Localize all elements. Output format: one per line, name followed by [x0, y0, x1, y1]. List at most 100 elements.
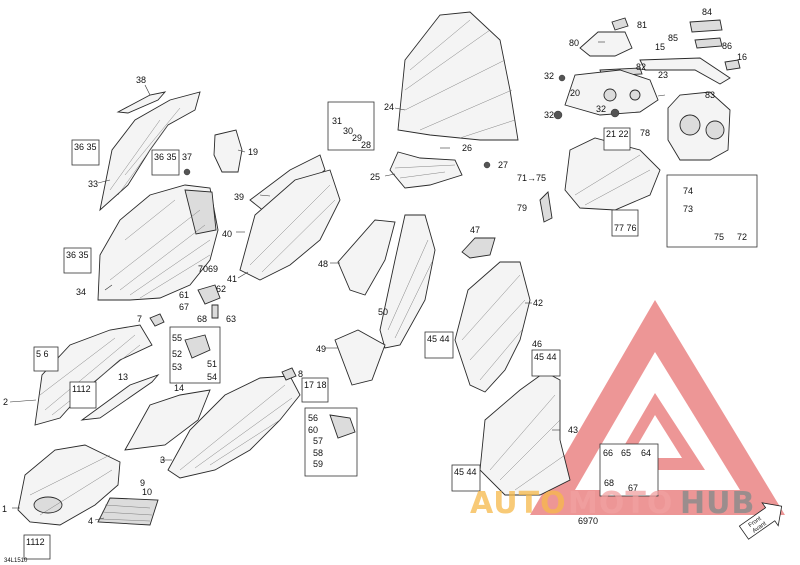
callout-40: 40 [222, 229, 232, 239]
callout-38: 38 [136, 75, 146, 85]
callout-29: 29 [352, 133, 362, 143]
box-11-12-a: 1112 [72, 384, 91, 394]
part-8-grommet [281, 367, 297, 381]
callout-14: 14 [174, 383, 184, 393]
callout-1: 1 [2, 504, 7, 514]
callout-74: 74 [683, 186, 693, 196]
callout-24: 24 [384, 102, 394, 112]
part-49-panel [334, 329, 386, 386]
part-27-nut [483, 161, 491, 169]
part-84-bracket [689, 19, 723, 33]
callout-57: 57 [313, 436, 323, 446]
callout-7069: 7069 [198, 264, 218, 274]
callout-60: 60 [308, 425, 318, 435]
callout-52: 52 [172, 349, 182, 359]
part-78-front-body [564, 137, 661, 211]
callout-32-a: 32 [544, 71, 554, 81]
watermark-auto: AUTO [470, 486, 567, 521]
callout-50: 50 [378, 307, 388, 317]
part-50-panel [379, 214, 436, 349]
callout-27: 27 [498, 160, 508, 170]
callout-66: 66 [603, 448, 613, 458]
part-32-nut [553, 110, 563, 120]
callout-43: 43 [568, 425, 578, 435]
callout-59: 59 [313, 459, 323, 469]
callout-46: 46 [532, 339, 542, 349]
watermark-moto: MOTO [568, 486, 673, 521]
callout-3: 3 [160, 455, 165, 465]
part-43-lower-fairing [479, 371, 571, 496]
part-61-bracket [197, 284, 221, 305]
part-7-clip [149, 313, 165, 327]
callout-55: 55 [172, 333, 182, 343]
callout-68b: 68 [604, 478, 614, 488]
box-36-35-c: 36 35 [66, 250, 89, 260]
callout-67b: 67 [628, 483, 638, 493]
box-77-76: 77 76 [614, 223, 637, 233]
callout-65: 65 [621, 448, 631, 458]
callout-79: 79 [517, 203, 527, 213]
callout-78: 78 [640, 128, 650, 138]
part-33-side-panel [99, 91, 201, 212]
part-42-side-fairing [454, 261, 531, 393]
part-85-bracket [694, 37, 723, 49]
box-labels: 36 35 36 35 36 35 5 6 1112 1112 21 22 77… [26, 129, 637, 547]
watermark-text: AUTO MOTO HUB [470, 486, 754, 521]
callout-8: 8 [298, 369, 303, 379]
box-17-18: 17 18 [304, 380, 327, 390]
callout-34: 34 [76, 287, 86, 297]
box-36-35-a: 36 35 [74, 142, 97, 152]
callout-83: 83 [705, 90, 715, 100]
part-25-nose [389, 151, 463, 189]
part-13-strip [80, 374, 160, 421]
box-45-44-b: 45 44 [534, 352, 557, 362]
part-68-bolt [211, 304, 219, 319]
callout-23: 23 [658, 70, 668, 80]
callout-19: 19 [248, 147, 258, 157]
box-45-44-a: 45 44 [427, 334, 450, 344]
box-11-12-b: 1112 [26, 537, 45, 547]
callout-80: 80 [569, 38, 579, 48]
callout-30: 30 [343, 126, 353, 136]
part-24-windshield [397, 11, 519, 141]
part-3-side-panel [167, 375, 301, 479]
part-16-clip [724, 59, 741, 71]
callout-75: 75 [714, 232, 724, 242]
callout-53: 53 [172, 362, 182, 372]
callout-16: 16 [737, 52, 747, 62]
callout-73: 73 [683, 204, 693, 214]
callout-32-b: 32 [544, 110, 554, 120]
callout-51: 51 [207, 359, 217, 369]
part-81-clip [611, 17, 629, 31]
callout-25: 25 [370, 172, 380, 182]
callout-26: 26 [462, 143, 472, 153]
callout-47: 47 [470, 225, 480, 235]
callout-10: 10 [142, 487, 152, 497]
callout-56: 56 [308, 413, 318, 423]
callout-labels: 1 2 3 4 7 8 13 14 15 16 19 20 23 24 25 2… [2, 7, 747, 526]
callout-61: 61 [179, 290, 189, 300]
part-47-vent [461, 237, 496, 259]
callout-84: 84 [702, 7, 712, 17]
callout-28: 28 [361, 140, 371, 150]
callout-62: 62 [216, 284, 226, 294]
part-32-nut [558, 74, 566, 82]
callout-39: 39 [234, 192, 244, 202]
callout-13: 13 [118, 372, 128, 382]
callout-33: 33 [88, 179, 98, 189]
callout-20: 20 [570, 88, 580, 98]
callout-64: 64 [641, 448, 651, 458]
part-14-panel [124, 389, 211, 451]
callout-42: 42 [533, 298, 543, 308]
callout-58: 58 [313, 448, 323, 458]
callout-85: 85 [668, 33, 678, 43]
callout-72: 72 [737, 232, 747, 242]
callout-48: 48 [318, 259, 328, 269]
callout-81: 81 [637, 20, 647, 30]
callout-63: 63 [226, 314, 236, 324]
callout-7: 7 [137, 314, 142, 324]
part-37-fastener [183, 168, 191, 176]
part-38-trim [116, 91, 167, 114]
callout-54: 54 [207, 372, 217, 382]
diagram-caption: 34L1510 [4, 558, 28, 564]
